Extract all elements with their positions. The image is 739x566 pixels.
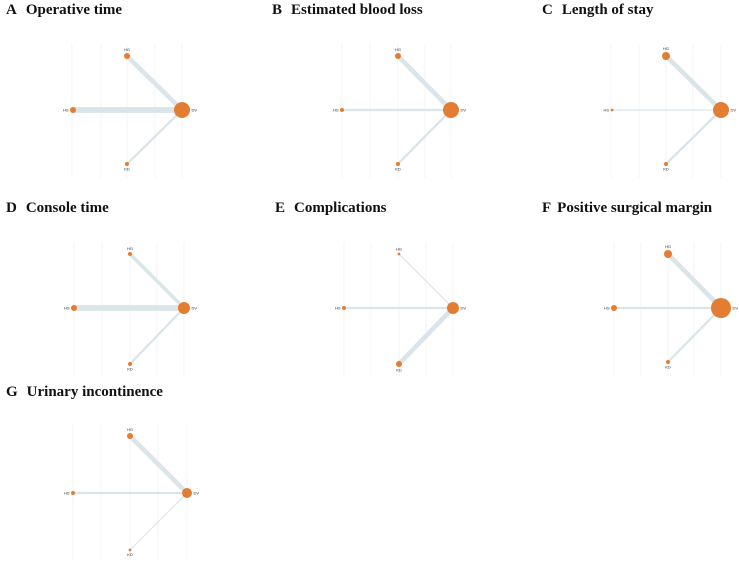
panel-e-edge-kd-dv xyxy=(397,306,455,366)
panel-g-letter: G xyxy=(6,384,18,400)
panel-b-node-dv xyxy=(443,102,459,118)
panel-f: F Positive surgical margin HG HS KD DV xyxy=(542,200,738,376)
panel-f-letter: F xyxy=(542,200,551,216)
panel-c-name: Length of stay xyxy=(562,2,654,18)
panel-c-letter: C xyxy=(542,2,553,18)
panel-e-label-hg: HG xyxy=(396,247,402,252)
panel-e-label-dv: DV xyxy=(461,305,467,310)
panel-e-label-kd: KD xyxy=(396,368,402,373)
panel-f-label-dv: DV xyxy=(733,305,739,310)
panel-g-label-kd: KD xyxy=(127,552,133,557)
panel-a-label-hs: HS xyxy=(63,107,69,112)
panel-f-node-dv xyxy=(711,298,731,318)
panel-g-node-hg xyxy=(127,433,133,439)
panel-b-label-kd: KD xyxy=(395,167,401,172)
panel-d-edge-kd-dv xyxy=(129,307,185,365)
panel-g: G Urinary incontinence HG HS KD DV xyxy=(6,384,199,560)
panel-b-node-hs xyxy=(340,108,344,112)
panel-c-node-hs xyxy=(610,108,614,112)
panel-f-label-hs: HS xyxy=(604,305,610,310)
panel-d-node-hs xyxy=(71,305,77,311)
panel-a-node-hs xyxy=(70,107,76,113)
panel-g-label-hs: HS xyxy=(64,490,70,495)
panel-b-node-kd xyxy=(396,162,400,166)
panel-e-edge-hg-dv xyxy=(398,253,454,309)
panel-e-letter: E xyxy=(275,200,285,216)
panel-b-label-hg: HG xyxy=(395,47,401,52)
panel-a-name: Operative time xyxy=(26,2,123,18)
panel-g-label-hg: HG xyxy=(127,427,133,432)
panel-g-title: G Urinary incontinence xyxy=(6,384,163,400)
panel-d-label-dv: DV xyxy=(192,305,198,310)
panel-d: D Console time HG HS KD DV xyxy=(6,200,197,376)
panel-g-label-dv: DV xyxy=(194,490,200,495)
panel-c-node-kd xyxy=(664,162,668,166)
panel-f-name: Positive surgical margin xyxy=(557,200,713,216)
panel-b-label-hs: HS xyxy=(333,107,339,112)
panel-c-title: C Length of stay xyxy=(542,2,654,18)
panel-b-title: B Estimated blood loss xyxy=(272,2,423,18)
panel-b-letter: B xyxy=(272,2,282,18)
panel-d-edge-hg-dv xyxy=(128,252,186,310)
panel-c-edge-kd-dv xyxy=(665,109,722,165)
panel-e-node-hs xyxy=(342,306,346,310)
panel-c-label-dv: DV xyxy=(731,107,737,112)
panel-a-edge-kd-dv xyxy=(126,109,183,165)
panel-g-name: Urinary incontinence xyxy=(27,384,164,400)
panel-e: E Complications HG HS KD DV xyxy=(275,200,466,376)
panel-a-node-dv xyxy=(174,102,190,118)
panel-a-label-dv: DV xyxy=(192,107,198,112)
panel-b: B Estimated blood loss HG HS KD DV xyxy=(272,2,466,178)
panel-c-node-dv xyxy=(713,102,729,118)
panel-b-edge-hg-dv xyxy=(396,54,453,112)
panel-d-label-kd: KD xyxy=(127,367,133,372)
panel-g-edge-kd-dv xyxy=(129,492,188,551)
panel-e-label-hs: HS xyxy=(335,305,341,310)
panel-f-node-kd xyxy=(666,360,670,364)
panel-c-node-hg xyxy=(662,52,670,60)
panel-g-node-hs xyxy=(71,491,75,495)
panel-f-node-hs xyxy=(611,305,617,311)
panel-f-edge-kd-dv xyxy=(667,307,722,363)
panel-c-label-kd: KD xyxy=(663,167,669,172)
panel-g-node-dv xyxy=(182,488,192,498)
panel-g-edge-hg-dv xyxy=(128,434,189,495)
panel-b-name: Estimated blood loss xyxy=(291,2,423,18)
panel-f-title: F Positive surgical margin xyxy=(542,200,713,216)
panel-e-node-dv xyxy=(447,302,459,314)
panel-d-node-kd xyxy=(128,362,132,366)
panel-d-title: D Console time xyxy=(6,200,109,216)
panel-d-node-dv xyxy=(178,302,190,314)
panel-b-node-hg xyxy=(395,53,401,59)
panel-c-label-hs: HS xyxy=(604,107,610,112)
panel-f-label-hg: HG xyxy=(665,244,671,249)
panel-b-edge-kd-dv xyxy=(397,109,452,165)
panel-d-label-hg: HG xyxy=(127,246,133,251)
panel-f-edge-hg-dv xyxy=(666,252,723,310)
panel-a-node-hg xyxy=(124,53,130,59)
panel-c-label-hg: HG xyxy=(663,46,669,51)
panel-d-label-hs: HS xyxy=(64,305,70,310)
panel-f-label-kd: KD xyxy=(665,365,671,370)
panel-d-letter: D xyxy=(6,200,17,216)
panel-a-letter: A xyxy=(6,2,17,18)
panel-a-label-hg: HG xyxy=(124,47,130,52)
panel-f-node-hg xyxy=(664,250,672,258)
panel-g-node-kd xyxy=(128,548,132,552)
panel-a-label-kd: KD xyxy=(124,167,130,172)
panel-c: C Length of stay HG HS KD DV xyxy=(542,2,736,178)
panel-a: A Operative time HG HS KD DV xyxy=(6,2,197,178)
panel-b-label-dv: DV xyxy=(461,107,467,112)
panel-a-node-kd xyxy=(125,162,129,166)
panel-d-node-hg xyxy=(128,252,132,256)
panel-e-name: Complications xyxy=(294,200,387,216)
panel-d-name: Console time xyxy=(26,200,109,216)
panel-e-title: E Complications xyxy=(275,200,387,216)
panel-e-node-kd xyxy=(396,361,402,367)
panel-a-title: A Operative time xyxy=(6,2,122,18)
panel-c-edge-hg-dv xyxy=(664,54,723,112)
panel-a-edge-hg-dv xyxy=(125,54,184,112)
panel-e-node-hg xyxy=(397,252,401,256)
